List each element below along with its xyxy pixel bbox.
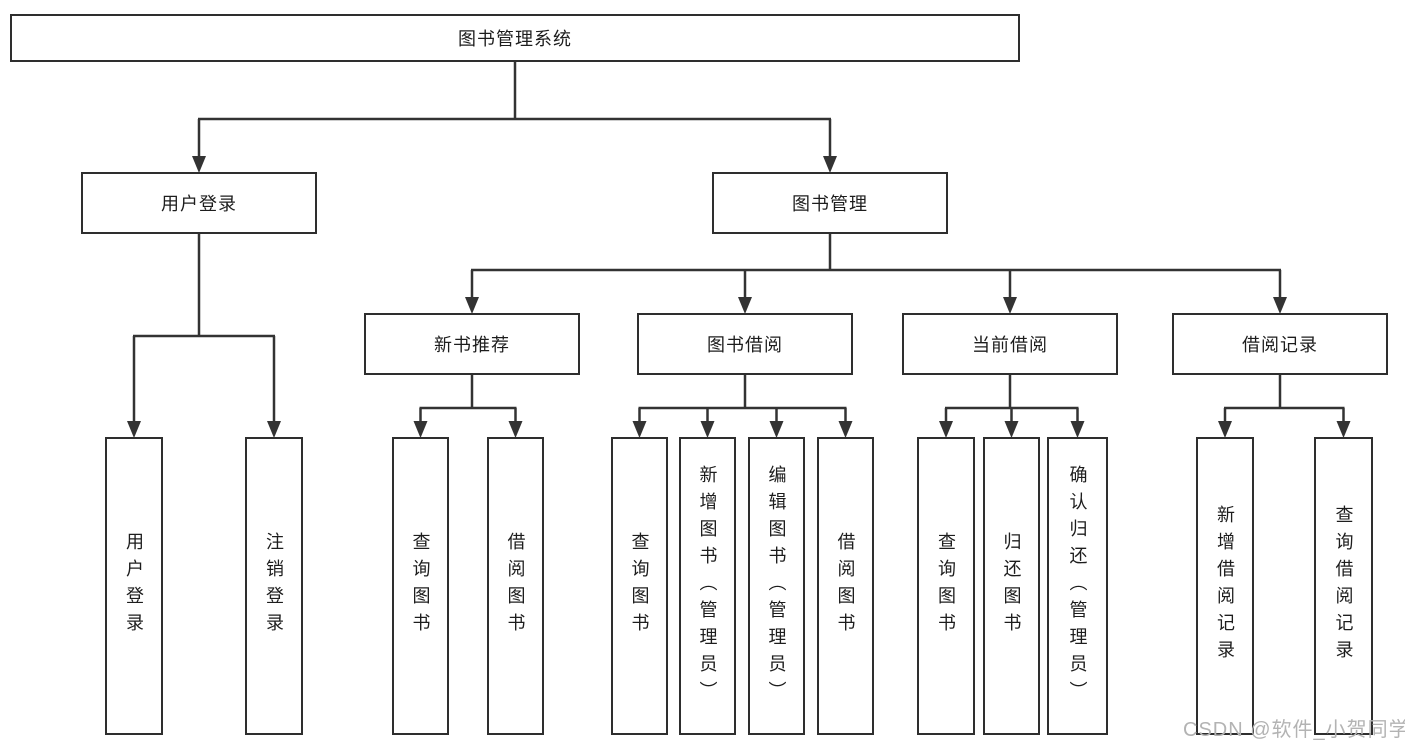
node-label: 用户登录	[124, 532, 144, 640]
node-rec-query-book: 查询图书	[392, 437, 449, 735]
node-book-borrow: 图书借阅	[637, 313, 853, 375]
node-label: 新增图书（管理员）	[697, 464, 718, 708]
node-label: 查询图书	[629, 532, 650, 640]
node-rec-borrow-book: 借阅图书	[487, 437, 544, 735]
node-label: 归还图书	[1001, 532, 1022, 640]
node-new-book-rec: 新书推荐	[364, 313, 580, 375]
node-bb-add-book: 新增图书（管理员）	[679, 437, 736, 735]
node-root: 图书管理系统	[10, 14, 1020, 62]
watermark: CSDN @软件_小贺同学	[1183, 719, 1405, 741]
node-user-login: 用户登录	[81, 172, 317, 234]
node-cb-return-book: 归还图书	[983, 437, 1040, 735]
node-br-add-record: 新增借阅记录	[1196, 437, 1254, 735]
node-label: 新增借阅记录	[1215, 505, 1235, 667]
node-label: 图书管理	[792, 194, 868, 214]
node-bb-query-book: 查询图书	[611, 437, 668, 735]
node-label: 新书推荐	[434, 335, 510, 355]
node-label: 确认归还（管理员）	[1067, 464, 1088, 708]
node-bb-edit-book: 编辑图书（管理员）	[748, 437, 805, 735]
node-label: 借阅记录	[1242, 335, 1318, 355]
node-borrow-records: 借阅记录	[1172, 313, 1388, 375]
node-label: 编辑图书（管理员）	[766, 464, 787, 708]
node-logout-leaf: 注销登录	[245, 437, 303, 735]
node-label: 查询图书	[936, 532, 956, 640]
node-current-borrow: 当前借阅	[902, 313, 1118, 375]
node-label: 图书借阅	[707, 335, 783, 355]
node-cb-confirm-return: 确认归还（管理员）	[1047, 437, 1108, 735]
node-label: 查询借阅记录	[1333, 505, 1354, 667]
node-label: 用户登录	[161, 194, 237, 214]
node-user-login-leaf: 用户登录	[105, 437, 163, 735]
node-label: 注销登录	[264, 532, 284, 640]
node-bb-borrow-book: 借阅图书	[817, 437, 874, 735]
node-label: 借阅图书	[505, 532, 526, 640]
node-label: 当前借阅	[972, 335, 1048, 355]
node-cb-query-book: 查询图书	[917, 437, 975, 735]
node-label: 借阅图书	[835, 532, 856, 640]
node-label: 图书管理系统	[458, 29, 572, 49]
node-book-mgmt: 图书管理	[712, 172, 948, 234]
node-label: 查询图书	[410, 532, 431, 640]
node-br-query-record: 查询借阅记录	[1314, 437, 1373, 735]
